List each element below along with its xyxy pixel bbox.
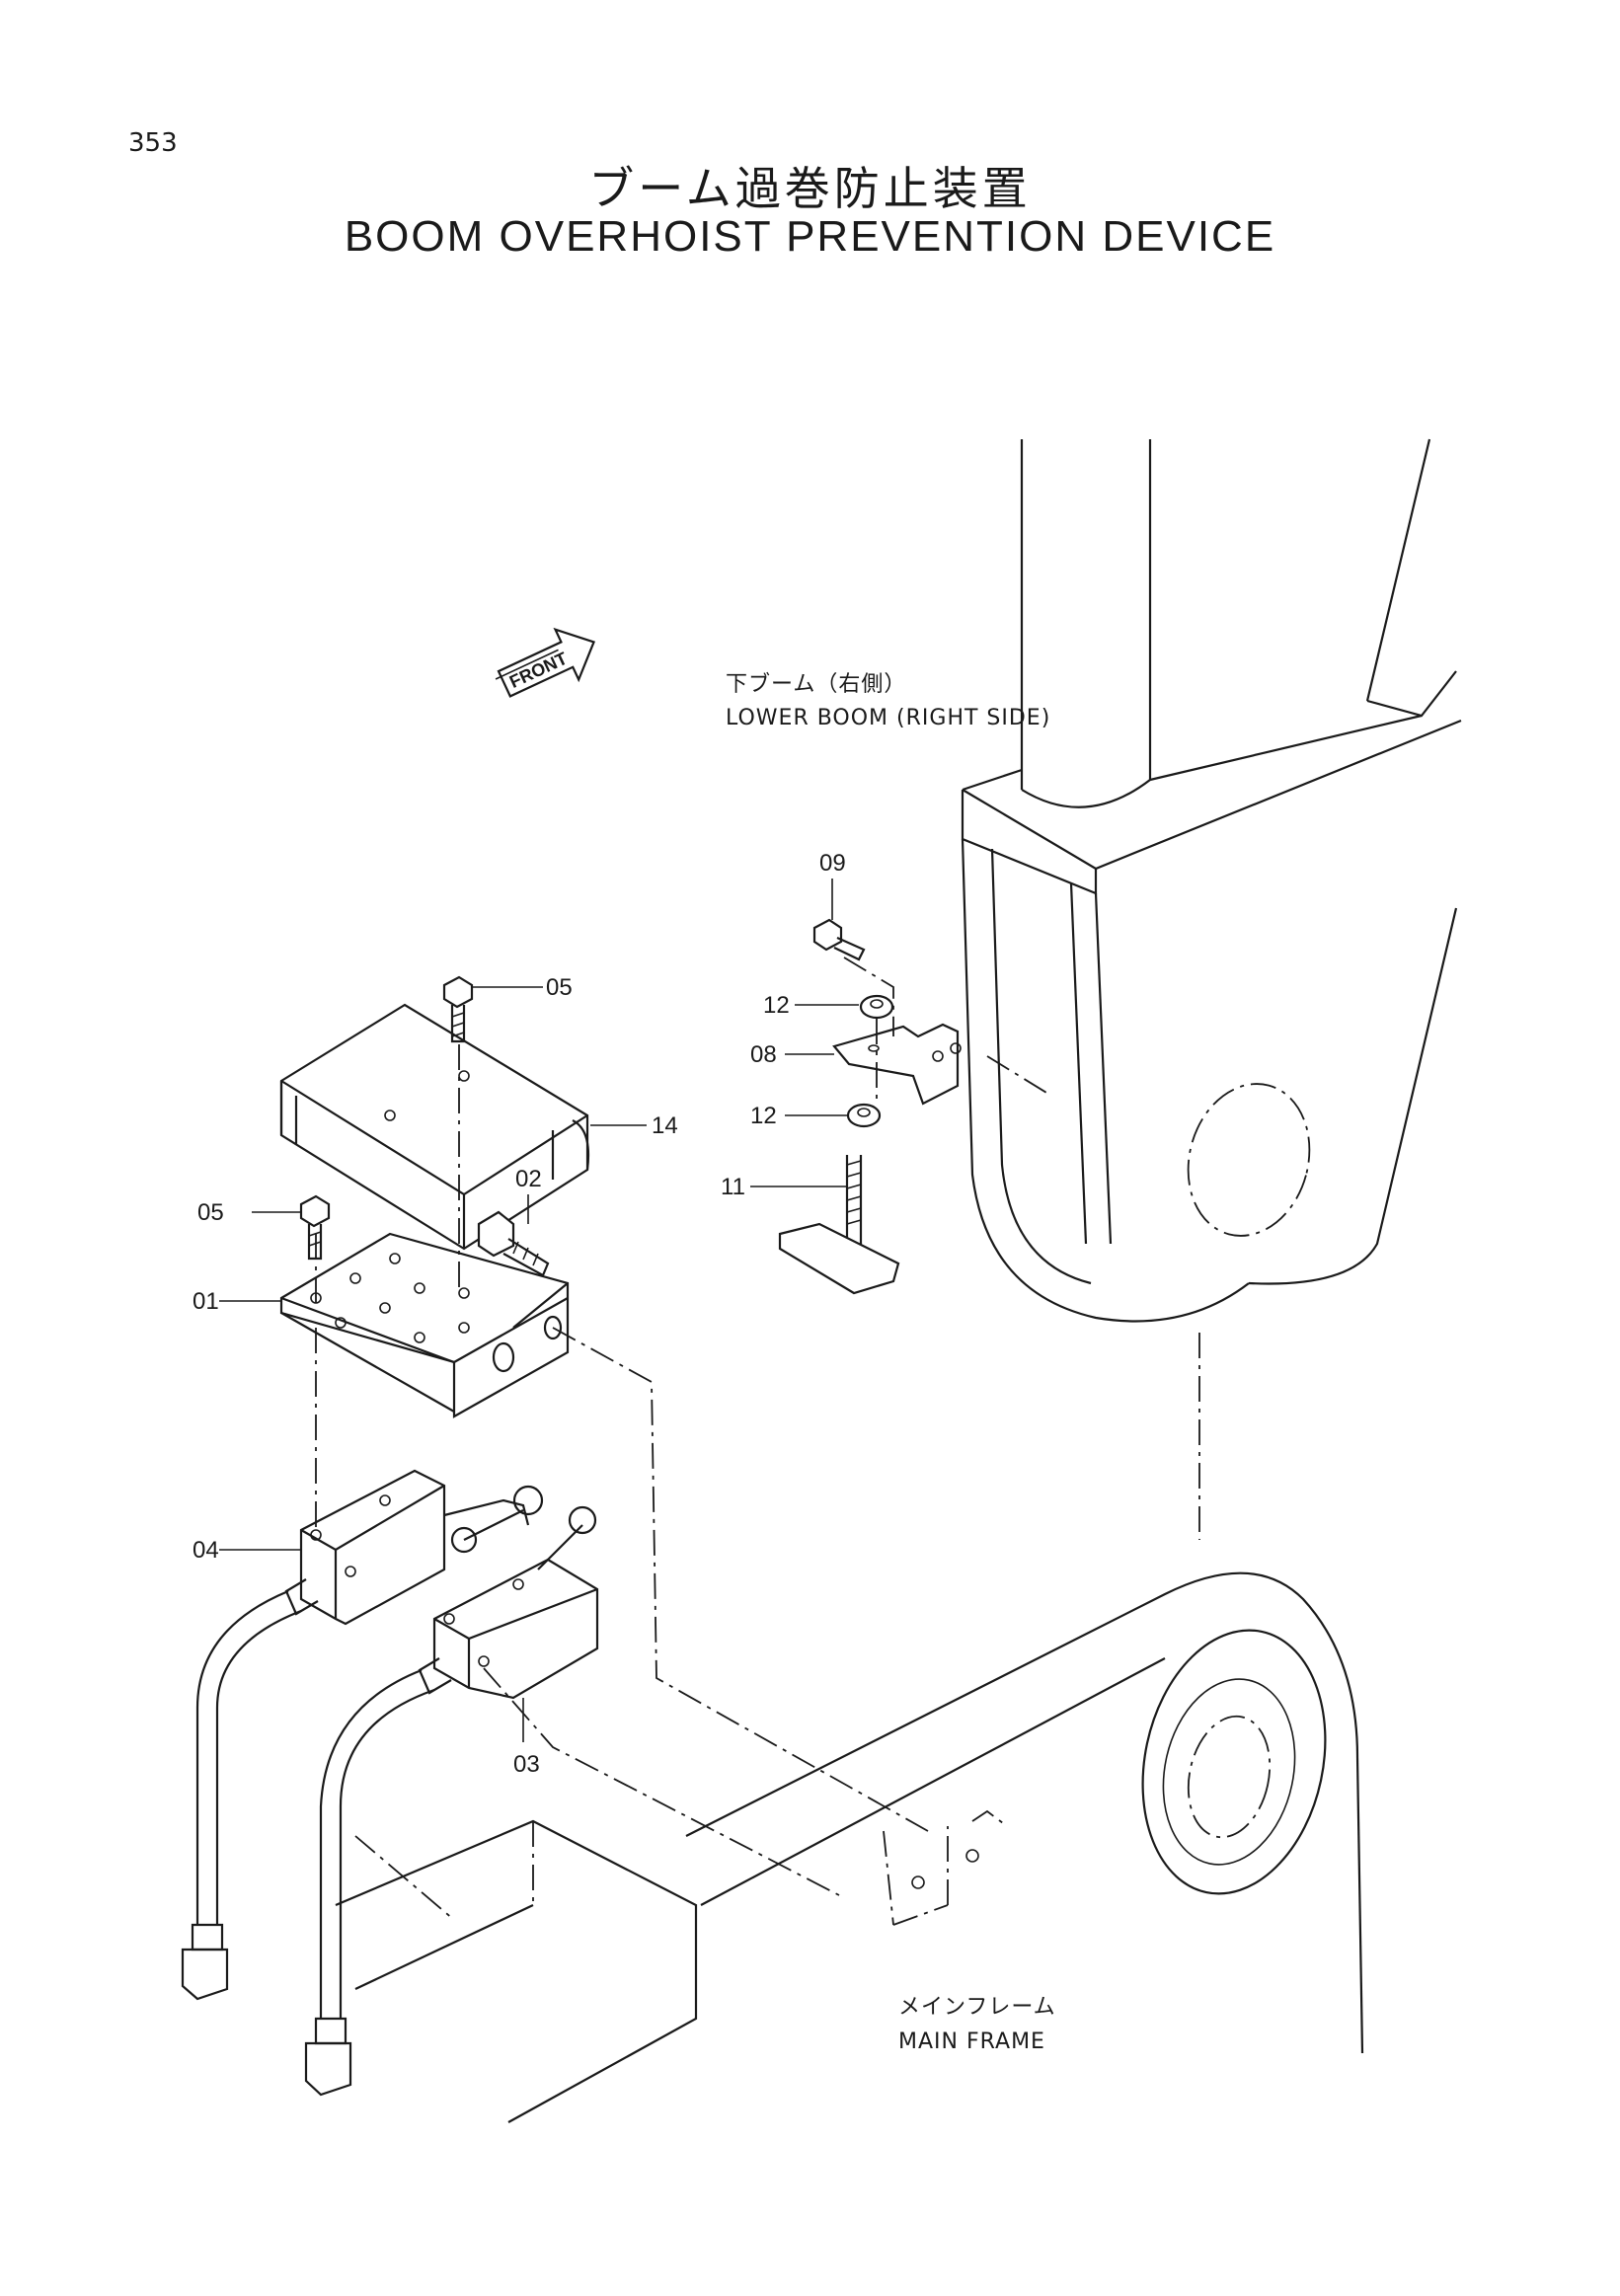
lower-boom-drawing	[961, 438, 1462, 1540]
label-02: 02	[515, 1166, 542, 1192]
part-02-bolt	[477, 1210, 550, 1277]
main-frame-caption-japanese: メインフレーム	[898, 1995, 1056, 2020]
assembly-center-lines	[315, 957, 929, 1896]
part-05-bolt-lower	[299, 1194, 331, 1261]
label-11: 11	[721, 1174, 745, 1200]
label-05-upper: 05	[546, 974, 573, 1001]
label-12-lower: 12	[750, 1103, 777, 1129]
leader-lines	[219, 879, 859, 1742]
front-marker-label: FRONT	[506, 649, 571, 692]
lower-boom-caption-japanese: 下ブーム（右側）	[726, 672, 906, 697]
lower-boom-caption-english: LOWER BOOM (RIGHT SIDE)	[726, 706, 1050, 730]
label-09: 09	[819, 850, 846, 877]
label-14: 14	[652, 1112, 678, 1139]
main-frame-caption-english: MAIN FRAME	[898, 2029, 1045, 2054]
part-08-plate	[832, 1023, 962, 1106]
part-12-nut-lower	[846, 1103, 882, 1128]
part-05-bolt-upper	[442, 975, 474, 1043]
label-12-upper: 12	[763, 992, 790, 1019]
part-14-cover	[279, 1003, 590, 1251]
section-captions: 下ブーム（右側） LOWER BOOM (RIGHT SIDE) メインフレーム…	[726, 672, 1056, 2054]
page-title-english: BOOM OVERHOIST PREVENTION DEVICE	[344, 212, 1276, 261]
label-04: 04	[193, 1537, 219, 1564]
part-11-anchor-bolt	[778, 1155, 900, 1295]
part-01-bracket	[279, 1232, 570, 1418]
part-12-nut-upper	[859, 994, 894, 1020]
part-labels: 05 14 02 05 01 04 03 09 12 08 12 11	[193, 850, 846, 1778]
page-title-japanese: ブーム過巻防止装置	[588, 162, 1032, 215]
label-05-lower: 05	[197, 1199, 224, 1226]
front-marker: FRONT	[495, 627, 596, 698]
part-04-limit-switch	[181, 1469, 544, 2001]
part-03-limit-switch	[304, 1505, 599, 2097]
label-08: 08	[750, 1041, 777, 1068]
part-09-bolt	[812, 918, 866, 961]
label-03: 03	[513, 1751, 540, 1778]
page-number: 353	[128, 128, 178, 158]
label-01: 01	[193, 1288, 219, 1315]
